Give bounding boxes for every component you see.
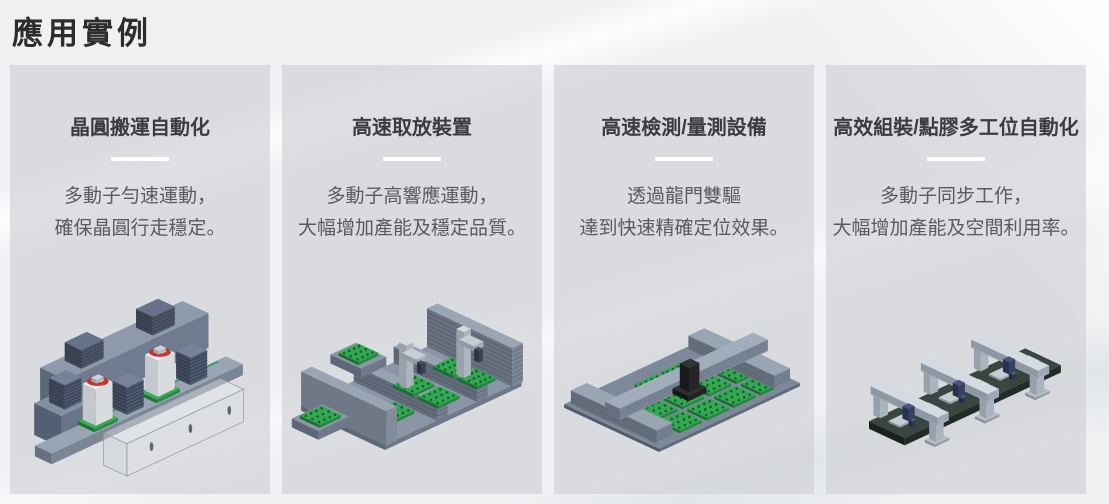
application-card-wafer-transfer: 晶圓搬運自動化 多動子勻速運動， 確保晶圓行走穩定。 [10, 65, 270, 494]
card-description: 多動子勻速運動， 確保晶圓行走穩定。 [54, 186, 226, 239]
application-card-pick-and-place: 高速取放裝置 多動子高響應運動， 大幅增加產能及穩定品質。 [282, 65, 542, 494]
title-divider [927, 157, 985, 161]
card-description: 多動子高響應運動， 大幅增加產能及穩定品質。 [297, 186, 526, 239]
card-title: 高效組裝/點膠多工位自動化 [833, 117, 1079, 139]
application-cards: 晶圓搬運自動化 多動子勻速運動， 確保晶圓行走穩定。 高速取放裝置 多動子高響應… [10, 65, 1086, 494]
application-card-assembly-dispensing: 高效組裝/點膠多工位自動化 多動子同步工作， 大幅增加產能及空間利用率。 [826, 65, 1086, 494]
card-description: 透過龍門雙驅 達到快速精確定位效果。 [579, 186, 789, 239]
title-divider [111, 157, 169, 161]
card-title: 高速檢測/量測設備 [601, 117, 767, 139]
pick-and-place-machine-illustration [291, 303, 523, 450]
title-divider [655, 157, 713, 161]
title-divider [383, 157, 441, 161]
page-title: 應用實例 [12, 16, 152, 51]
gantry-inspection-machine-illustration [564, 328, 800, 452]
card-description: 多動子同步工作， 大幅增加產能及空間利用率。 [832, 186, 1080, 239]
application-card-inspection: 高速檢測/量測設備 透過龍門雙驅 達到快速精確定位效果。 [554, 65, 814, 494]
card-title: 高速取放裝置 [352, 117, 472, 139]
assembly-dispensing-line-illustration [869, 334, 1061, 447]
card-title: 晶圓搬運自動化 [70, 117, 210, 139]
wafer-transfer-machine-illustration [34, 298, 245, 477]
